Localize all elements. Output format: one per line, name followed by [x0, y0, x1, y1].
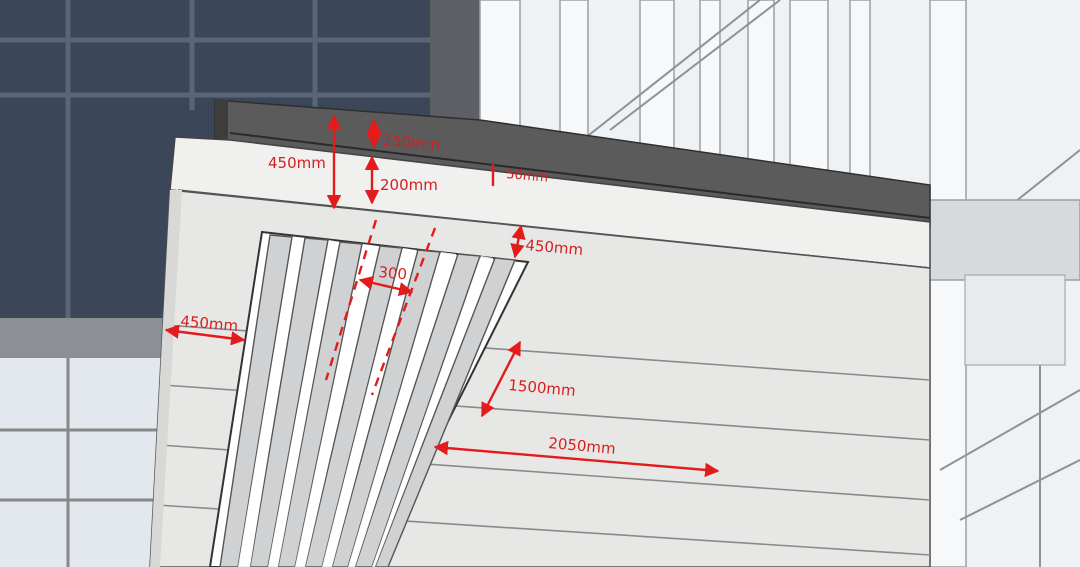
label-450-left: 450mm [180, 312, 239, 335]
dimension-lines [164, 114, 720, 478]
dim-line-300 [358, 275, 414, 297]
dim-line-450-left [164, 324, 246, 346]
dim-guide-left [324, 219, 378, 381]
label-300: 300 [378, 263, 408, 283]
label-1500: 1500mm [508, 376, 577, 400]
label-200: 200mm [380, 176, 438, 194]
dim-line-450-right [510, 224, 526, 259]
dim-guide-right [370, 227, 437, 396]
dimension-labels: 450mm 150mm 200mm 50mm 450mm 300 450mm 1… [180, 131, 617, 458]
canopy [149, 99, 931, 567]
label-450-right: 450mm [525, 236, 584, 259]
dim-line-1500 [480, 340, 522, 418]
label-450-top: 450mm [268, 154, 326, 172]
label-150: 150mm [382, 131, 441, 154]
label-2050: 2050mm [548, 434, 617, 458]
label-50: 50mm [506, 167, 549, 186]
dim-line-2050 [433, 440, 720, 478]
